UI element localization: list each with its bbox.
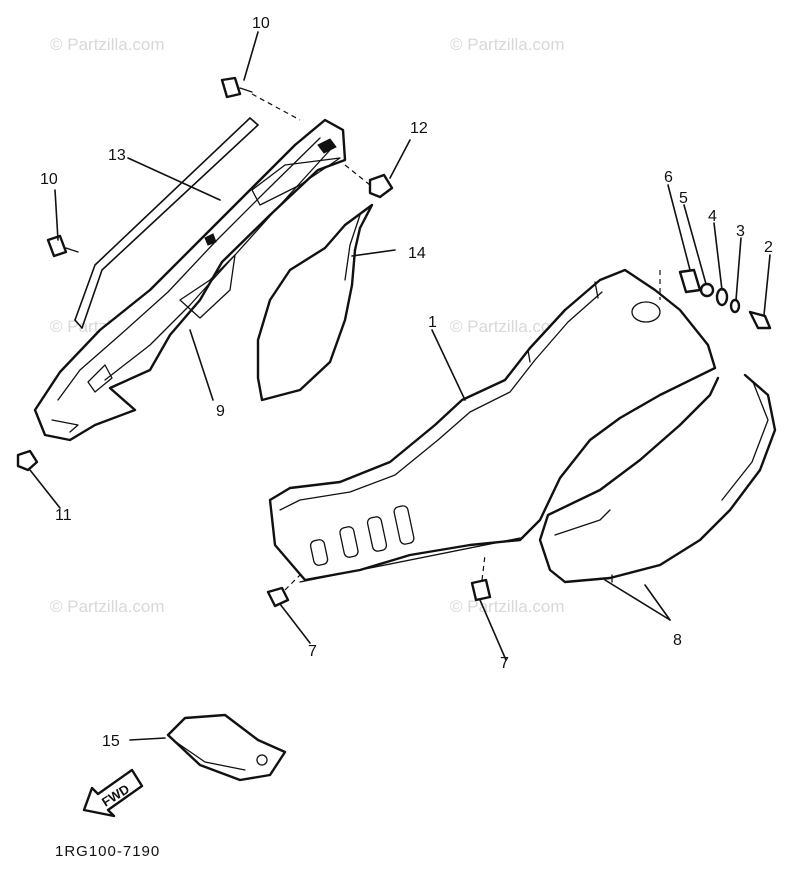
callout-15: 15 [102,733,120,750]
part-11-nut [16,449,39,472]
part-1-right-side-cover [268,268,717,583]
callout-11: 11 [55,507,72,524]
watermark-2: © Partzilla.com [450,35,565,54]
callout-7-right: 7 [500,655,509,672]
watermark-5: © Partzilla.com [50,597,165,616]
callout-14: 14 [408,245,426,262]
part-2-bolt [748,310,772,330]
watermark-4: © Partzilla.com [450,317,565,336]
callout-1: 1 [428,314,437,331]
callout-6: 6 [664,169,673,186]
part-14-side-panel [256,203,374,402]
callout-8: 8 [673,632,682,649]
part-13-left-side-cover [33,118,347,442]
part-9-left-emblem-strip [74,117,259,329]
part-6-grommet [678,268,702,294]
fwd-arrow: FWD [82,768,144,818]
part-8-right-emblem-strip [538,373,777,584]
callout-5: 5 [679,190,688,207]
callout-13: 13 [108,147,126,164]
callout-10-top: 10 [252,15,270,32]
part-7-grommet-right [470,554,492,602]
fastener-stack [678,268,772,330]
part-4-washer [715,287,729,307]
callout-4: 4 [708,208,717,225]
part-3-washer [729,298,741,314]
callout-12: 12 [410,120,428,137]
part-15-pad [166,713,287,782]
callout-3: 3 [736,223,745,240]
part-5-collar [699,282,715,298]
part-12-nut [344,164,394,199]
watermark-6: © Partzilla.com [450,597,565,616]
diagram-code: 1RG100-7190 [55,843,160,860]
callout-labels: 10 10 12 13 14 9 11 1 6 5 4 3 2 7 7 8 15 [40,15,773,750]
part-10-bolt-top [220,76,301,121]
watermark-layer: © Partzilla.com © Partzilla.com © Partzi… [50,35,565,616]
watermark-1: © Partzilla.com [50,35,165,54]
part-10-bolt-left [46,234,79,258]
callout-7-left: 7 [308,643,317,660]
callout-9: 9 [216,403,225,420]
part-7-grommet-left [266,574,301,608]
callout-2: 2 [764,239,773,256]
leader-lines [29,31,771,741]
callout-10-left: 10 [40,171,58,188]
